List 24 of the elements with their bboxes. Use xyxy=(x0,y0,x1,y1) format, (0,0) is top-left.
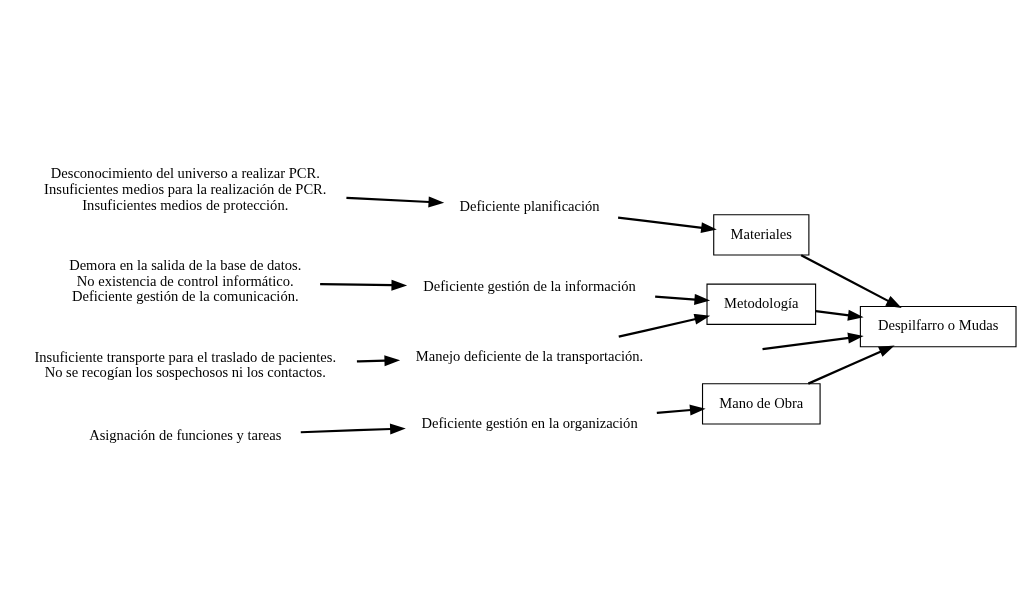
node-text: Insuficiente transporte para el traslado de pacientes. No se recogían los sospechosos ni los contactos. xyxy=(34,348,337,380)
arrow xyxy=(655,293,711,305)
arrow xyxy=(807,344,895,385)
node-text: Desconocimiento del universo a realizar PCR. Insuficientes medios para la realización de PCR. Insuficientes medios de protección. xyxy=(44,164,327,213)
node-text: Deficiente planificación xyxy=(459,197,600,214)
arrow xyxy=(656,404,706,416)
node-text: Manejo deficiente de la transportación. xyxy=(415,347,644,364)
node-box: Mano de Obra xyxy=(701,382,821,425)
node-box: Despilfarro o Mudas xyxy=(859,305,1017,347)
arrow xyxy=(320,279,408,291)
arrow xyxy=(300,423,406,435)
arrow xyxy=(356,354,401,366)
arrow xyxy=(800,253,902,308)
node-text: Demora en la salida de la base de datos. No existencia de control informático. Deficiente gestión de la comunicación. xyxy=(69,256,302,304)
arrow xyxy=(815,309,864,321)
arrow xyxy=(762,332,864,350)
arrow xyxy=(346,195,445,207)
node-box: Materiales xyxy=(713,213,810,256)
node-text: Asignación de funciones y tareas xyxy=(89,426,282,443)
node-text: Deficiente gestión de la información xyxy=(423,277,636,294)
arrow xyxy=(618,313,711,338)
arrow xyxy=(617,215,717,233)
node-box: Metodología xyxy=(706,283,817,325)
node-text: Deficiente gestión en la organización xyxy=(421,414,638,431)
